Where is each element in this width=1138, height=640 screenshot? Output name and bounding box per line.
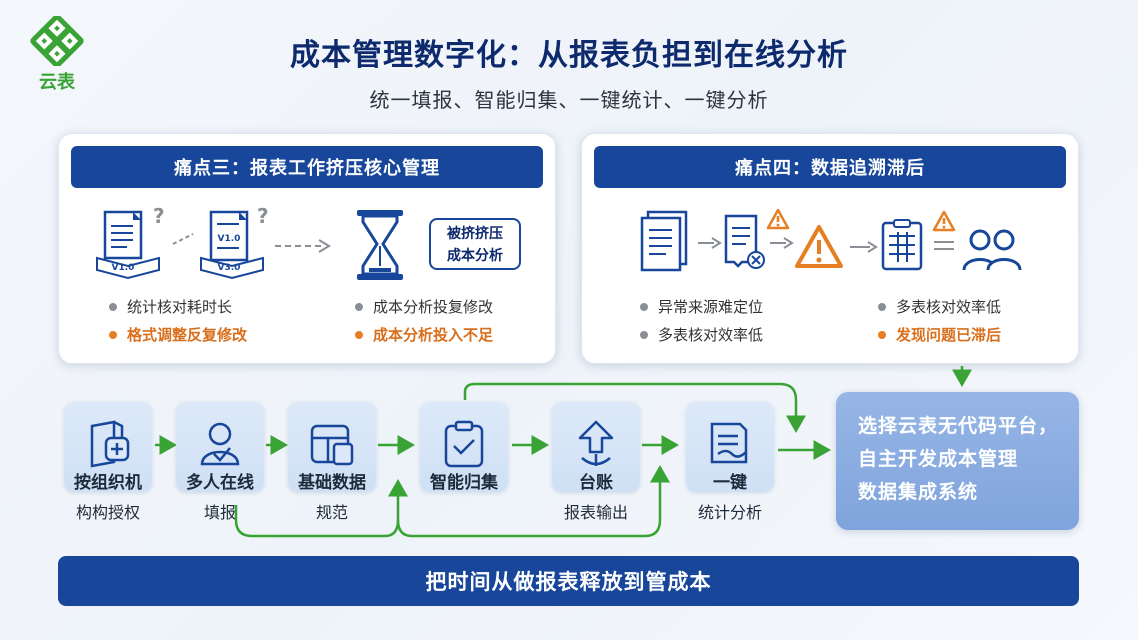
user-fill-icon bbox=[200, 422, 240, 466]
pain-point-four-panel: 痛点四：数据追溯滞后 bbox=[581, 133, 1079, 364]
org-permission-icon bbox=[90, 420, 130, 468]
page-title: 成本管理数字化：从报表负担到在线分析 bbox=[290, 38, 848, 73]
clipboard-icon bbox=[444, 420, 484, 468]
flow-label: 智能归集 bbox=[430, 473, 498, 493]
flow-step-one-click-stats bbox=[686, 402, 774, 492]
flow-step-online-fill bbox=[176, 402, 264, 492]
logo-mark-icon bbox=[30, 14, 84, 68]
pain-bullet: 成本分析投复修改 bbox=[355, 296, 493, 317]
squeezed-analysis-box: 被挤挤压 成本分析 bbox=[429, 218, 521, 270]
flow-step-org-permission bbox=[64, 402, 152, 492]
spreadsheet-icon bbox=[881, 219, 923, 271]
arrow-right-icon bbox=[850, 241, 878, 253]
flow-step-smart-collect bbox=[420, 402, 508, 492]
equals-lines bbox=[934, 241, 954, 250]
dash-connector bbox=[172, 233, 194, 245]
pain-point-three-panel: 痛点三：报表工作挤压核心管理 V1.0 ? V1.0 V3.0 ? 被挤挤压 bbox=[58, 133, 556, 364]
flow-step-data-standard bbox=[288, 402, 376, 492]
data-template-icon bbox=[310, 424, 354, 466]
question-icon: ? bbox=[257, 204, 269, 228]
pain-bullet-highlight: 发现问题已滞后 bbox=[878, 324, 1001, 345]
export-icon bbox=[578, 420, 614, 466]
hourglass-icon bbox=[357, 210, 403, 280]
small-warning-icon bbox=[766, 208, 790, 230]
report-icon bbox=[710, 422, 748, 464]
svg-text:V3.0: V3.0 bbox=[218, 263, 241, 273]
warning-icon bbox=[795, 225, 843, 268]
yunbiao-logo: 云表 bbox=[30, 14, 94, 96]
flow-label: 基础数据 规范 bbox=[298, 473, 366, 522]
broken-document-icon bbox=[724, 214, 765, 269]
doc-version-label: V1.0 bbox=[112, 263, 135, 273]
pain-bullet: 多表核对效率低 bbox=[640, 324, 763, 345]
pain-bullet: 异常来源难定位 bbox=[640, 296, 763, 317]
svg-text:V1.0: V1.0 bbox=[218, 234, 241, 244]
flow-label: 按组织机 构构授权 bbox=[74, 473, 142, 522]
panel-header: 痛点四：数据追溯滞后 bbox=[594, 146, 1066, 188]
pain-bullet: 多表核对效率低 bbox=[878, 296, 1001, 317]
small-warning-icon bbox=[932, 210, 956, 232]
arrow-right-icon bbox=[698, 237, 722, 249]
solution-callout: 选择云表无代码平台， 自主开发成本管理 数据集成系统 bbox=[836, 392, 1079, 530]
flow-step-ledger-output bbox=[552, 402, 640, 492]
dash-arrow bbox=[275, 239, 331, 253]
pain-bullet: 统计核对耗时长 bbox=[109, 296, 232, 317]
pain-bullet-highlight: 成本分析投入不足 bbox=[355, 324, 493, 345]
document-stack-icon: V1.0 bbox=[96, 210, 160, 280]
flow-label: 台账 报表输出 bbox=[563, 473, 628, 522]
logo-text: 云表 bbox=[39, 72, 75, 93]
pain-bullet-highlight: 格式调整反复修改 bbox=[109, 324, 247, 345]
panel-header: 痛点三：报表工作挤压核心管理 bbox=[71, 146, 543, 188]
question-icon: ? bbox=[153, 204, 165, 228]
bottom-banner: 把时间从做报表释放到管成本 bbox=[58, 556, 1079, 606]
page-subtitle: 统一填报、智能归集、一键统计、一键分析 bbox=[369, 88, 769, 112]
document-icon bbox=[640, 210, 688, 272]
document-versions-icon: V1.0 V3.0 bbox=[200, 210, 264, 280]
flow-label: 一键 统计分析 bbox=[697, 473, 762, 522]
arrow-right-icon bbox=[770, 237, 794, 249]
flow-label: 多人在线 填报 bbox=[186, 473, 254, 522]
users-icon bbox=[962, 229, 1022, 271]
